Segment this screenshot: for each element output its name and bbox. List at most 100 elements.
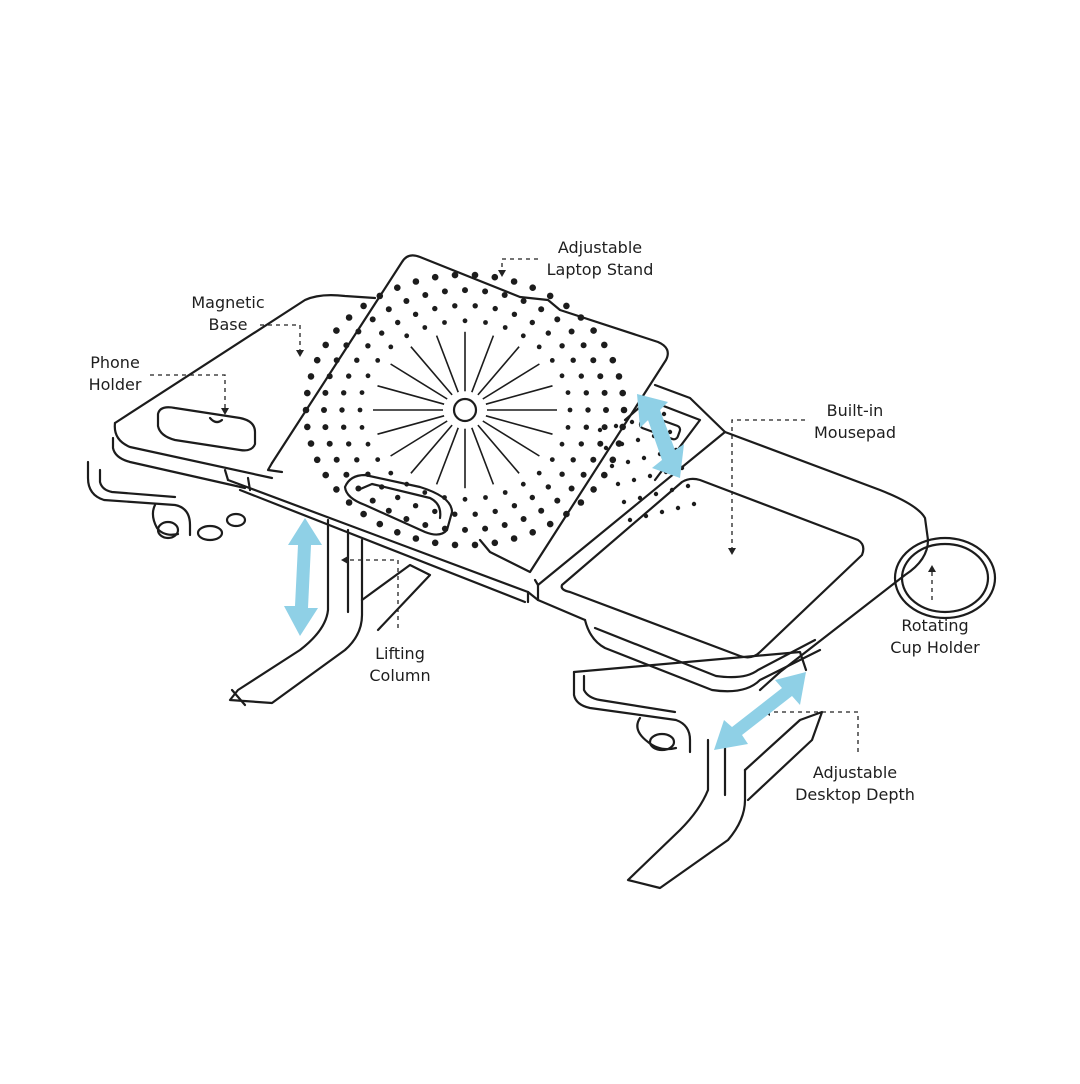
vent-slot (435, 427, 459, 485)
leader-lines (150, 258, 933, 752)
vent-dot (554, 497, 561, 504)
vent-dot (404, 333, 410, 339)
vent-dot (355, 485, 362, 492)
vent-dot (578, 373, 584, 379)
vent-slot (410, 424, 453, 474)
cup-holder-ring (893, 536, 997, 620)
vent-dot (345, 499, 353, 506)
vent-dot (590, 327, 597, 334)
vent-slot (485, 415, 553, 435)
vent-dot (563, 302, 570, 310)
vent-dot (615, 373, 623, 380)
vent-dot (538, 306, 545, 313)
vent-dot (422, 522, 429, 528)
vent-dot (577, 314, 585, 321)
vent-dot (322, 341, 330, 349)
lift-arrow (284, 518, 322, 636)
vent-dot (501, 292, 508, 298)
label-cup-holder-line2: Cup Holder (890, 638, 980, 657)
vent-dot (510, 535, 518, 542)
vent-dot (432, 508, 438, 515)
vent-dot (563, 510, 570, 518)
support-dot (685, 483, 691, 489)
vent-dot (441, 288, 448, 295)
vent-dot (395, 494, 401, 501)
vent-dot (412, 535, 420, 542)
leader-arrowheads (221, 270, 936, 716)
label-rotating-cup-holder: Rotating Cup Holder (870, 615, 1000, 659)
vent-dot (601, 471, 608, 479)
vent-dot (333, 327, 340, 334)
ventilation-dots (302, 271, 697, 549)
vent-dot (568, 485, 575, 492)
vent-dot (365, 441, 371, 447)
vent-dot (451, 541, 459, 549)
vent-dot (452, 511, 458, 517)
support-dot (615, 481, 621, 487)
vent-dot (471, 541, 479, 549)
vent-dot (313, 456, 321, 464)
label-magnetic-base-line2: Base (208, 315, 248, 334)
vent-dot (559, 471, 565, 477)
vent-dot (529, 494, 535, 501)
label-laptop-stand-line1: Adjustable (557, 238, 643, 257)
vent-dot (590, 456, 597, 463)
vent-dot (307, 373, 315, 380)
vent-dot (585, 407, 591, 413)
vent-dot (546, 292, 554, 300)
support-dot (635, 437, 641, 443)
vent-dot (412, 503, 419, 509)
vent-dot (385, 507, 392, 514)
vent-dot (471, 271, 479, 279)
leader-lifting-column (348, 559, 399, 628)
vent-dot (375, 358, 381, 363)
support-dot (661, 411, 667, 417)
vent-dot (431, 539, 439, 547)
vent-dot (307, 440, 315, 447)
vent-dot (583, 424, 589, 430)
label-laptop-stand-line2: Laptop Stand (546, 260, 654, 279)
label-mousepad-line2: Mousepad (813, 423, 897, 442)
label-desktop-depth-line2: Desktop Depth (795, 785, 915, 804)
support-dot (629, 419, 635, 425)
vent-dot (619, 389, 626, 397)
left-column (228, 518, 432, 707)
support-dot (631, 477, 637, 483)
vent-dot (609, 356, 617, 364)
vent-dot (322, 471, 330, 479)
support-dot (667, 429, 673, 435)
support-dot (637, 495, 643, 501)
support-dot (609, 463, 615, 469)
vent-dot (388, 470, 394, 476)
vent-dot (577, 499, 585, 506)
vent-dot (501, 522, 508, 528)
vent-dot (483, 495, 488, 500)
label-magnetic-base-line1: Magnetic (191, 293, 265, 312)
vent-dot (536, 344, 542, 350)
laptop-stand-panel (266, 254, 669, 574)
vent-dot (341, 424, 347, 430)
vent-dot (394, 529, 401, 536)
vent-dot (333, 357, 340, 364)
support-dot (621, 499, 627, 505)
label-mousepad-line1: Built-in (826, 401, 884, 420)
vent-dot (491, 539, 499, 547)
vent-dot (483, 320, 488, 325)
vent-dot (491, 273, 499, 281)
vent-dot (379, 484, 385, 490)
vent-dot (355, 328, 362, 335)
support-dot (641, 455, 647, 461)
vent-dot (304, 389, 311, 397)
support-dot (653, 491, 659, 497)
vent-dot (462, 318, 468, 324)
vent-dot (492, 305, 498, 312)
vent-dot (322, 389, 329, 396)
support-dot (625, 459, 631, 465)
support-dot (627, 517, 633, 523)
vent-slot (390, 420, 448, 457)
vent-dot (422, 292, 429, 298)
vent-slot (482, 420, 540, 457)
vent-dot (412, 311, 419, 317)
vent-dot (529, 319, 535, 326)
label-magnetic-base: Magnetic Base (168, 292, 288, 336)
